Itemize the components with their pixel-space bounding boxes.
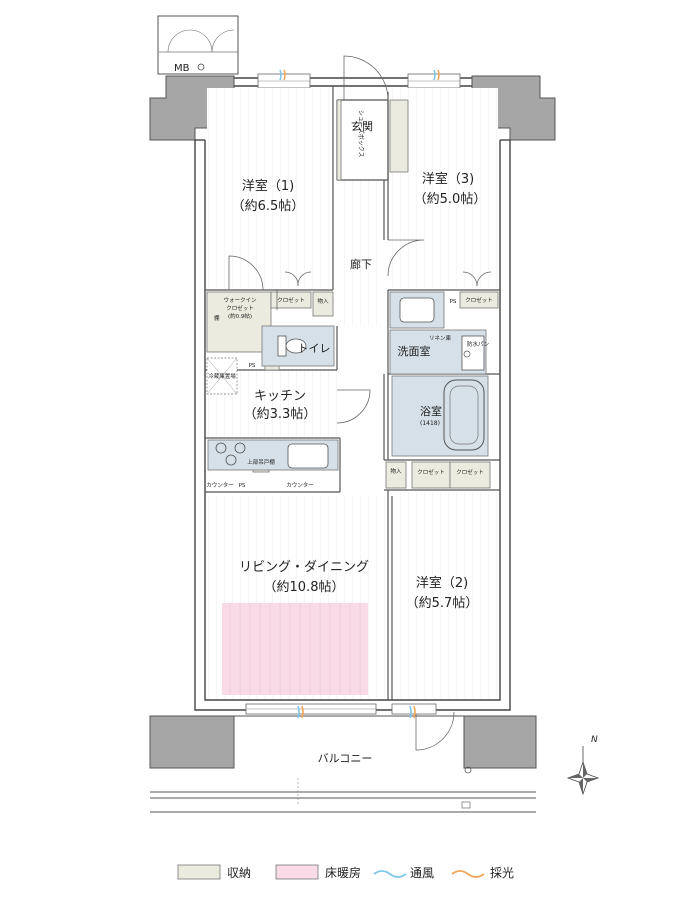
floor-heating-area: [222, 603, 368, 695]
fridge-space: [206, 357, 238, 395]
ps-label-1: PS: [450, 299, 457, 305]
closet-label-2: クロゼット: [465, 296, 493, 304]
room-yokushitsu-size: (1418): [420, 420, 440, 427]
mb-label: MB: [174, 63, 190, 74]
bottom-windows: [245, 703, 437, 715]
washing-pan: [461, 335, 485, 371]
door-swings: [228, 55, 492, 751]
shoebox-label: シューズボックス: [357, 110, 365, 158]
mb-circle: [197, 63, 205, 71]
bathtub: [443, 379, 485, 451]
room-youshitsu3-name: 洋室（3): [422, 171, 474, 187]
room-living-name: リビング・ダイニング: [239, 560, 369, 575]
walkin-closet-label: ウォークイン: [223, 296, 257, 304]
room-toilet: トイレ: [298, 342, 331, 355]
linen-label: リネン庫: [429, 334, 452, 342]
counter-label-2: カウンター: [286, 481, 314, 489]
room-youshitsu2-size: （約5.7帖）: [406, 596, 479, 611]
compass: [566, 746, 600, 796]
legend-swatch-ventilation: [373, 870, 407, 878]
mb-box: MB: [157, 15, 239, 75]
toilet-bowl: [277, 335, 287, 357]
closet-label-4: クロゼット: [456, 468, 484, 476]
closet-label-1: クロゼット: [277, 296, 305, 304]
room-youshitsu2-name: 洋室（2): [416, 575, 468, 591]
walkin-size-label: (約0.9帖): [228, 312, 252, 320]
mono-label-2: 物入: [390, 467, 402, 475]
storage-areas: [206, 99, 499, 489]
room-kitchen-name: キッチン: [254, 389, 306, 404]
legend: 収納 床暖房 通風 採光: [177, 864, 514, 880]
legend-label-daylight: 採光: [490, 866, 514, 880]
legend-label-storage: 収納: [227, 866, 251, 880]
ps-label-3: PS: [239, 483, 246, 489]
tana-label: 棚: [214, 314, 220, 322]
counter-label-1: カウンター: [206, 481, 234, 489]
legend-swatch-storage: [177, 864, 221, 880]
airflow-light-markers: [279, 69, 440, 719]
legend-label-ventilation: 通風: [410, 866, 434, 880]
closet-label-3: クロゼット: [417, 468, 445, 476]
mono-label-1: 物入: [317, 297, 329, 305]
legend-swatch-floor-heating: [275, 864, 319, 880]
room-yokushitsu: 浴室: [420, 404, 442, 418]
walkin-closet-label2: クロゼット: [226, 304, 254, 312]
kitchen-sink: [287, 443, 329, 469]
room-senmen: 洗面室: [398, 344, 431, 358]
joubu-toda-label: 上部吊戸棚: [247, 458, 275, 466]
legend-swatch-daylight: [451, 870, 485, 878]
fridge-label: 冷蔵庫置場: [208, 372, 236, 380]
ps-label-2: PS: [249, 363, 256, 369]
top-windows: [257, 73, 461, 89]
room-rouka: 廊下: [350, 257, 372, 271]
washbasin: [399, 297, 435, 323]
north-label: N: [591, 735, 598, 745]
balcony-area: [150, 715, 536, 813]
room-labels: 洋室（1) （約6.5帖） 洋室（3) （約5.0帖） キッチン （約3.3帖）…: [232, 119, 487, 765]
room-living-size: （約10.8帖）: [264, 580, 345, 595]
legend-label-floor-heating: 床暖房: [325, 865, 361, 880]
bousui-label: 防水パン: [467, 340, 490, 348]
room-youshitsu1-name: 洋室（1): [242, 178, 294, 194]
stove: [215, 442, 246, 466]
room-youshitsu3-size: （約5.0帖）: [414, 192, 487, 207]
small-labels: シューズボックス ウォークイン クロゼット (約0.9帖) クロゼット 物入 P…: [206, 110, 598, 745]
room-youshitsu1-size: （約6.5帖）: [232, 199, 305, 214]
room-kitchen-size: （約3.3帖）: [244, 407, 317, 422]
room-balcony: バルコニー: [318, 752, 373, 765]
room-genkan: 玄関: [351, 119, 373, 133]
